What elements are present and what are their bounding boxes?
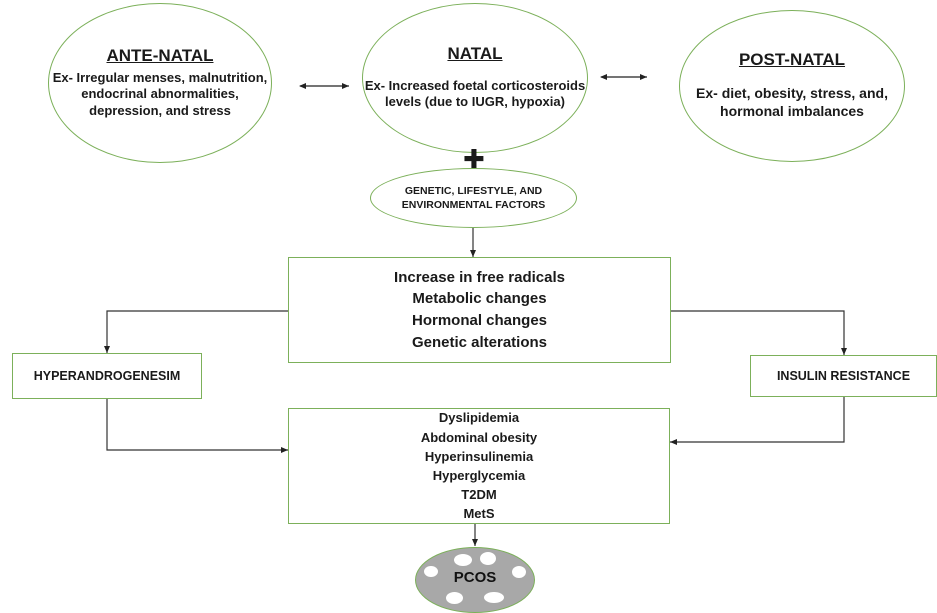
natal-ellipse: NATAL Ex- Increased foetal corticosteroi… xyxy=(362,3,588,153)
postnatal-line: imbalances xyxy=(787,103,864,120)
outcome-item: Dyslipidemia xyxy=(438,410,520,426)
cyst-icon xyxy=(424,566,438,577)
hyperandrogenesim-box: HYPERANDROGENESIM xyxy=(12,353,202,399)
antenatal-line: endocrinal xyxy=(81,86,147,102)
cyst-icon xyxy=(484,592,504,603)
natal-line: corticosteroids xyxy=(491,77,586,93)
pcos-label: PCOS xyxy=(453,569,497,586)
arrow-changes-to-insulin xyxy=(670,310,847,355)
cyst-icon xyxy=(480,552,496,565)
factors-line: AND ENVIRONMENTAL xyxy=(401,184,543,211)
arrow-insulin-to-outcomes xyxy=(670,396,845,445)
antenatal-line: depression, and xyxy=(89,102,189,118)
outcomes-box: Dyslipidemia Abdominal obesity Hyperinsu… xyxy=(288,408,670,524)
postnatal-line: Ex- diet, obesity, xyxy=(696,85,807,102)
natal-line: Ex- Increased foetal xyxy=(364,77,488,93)
outcome-item: Hyperglycemia xyxy=(432,468,526,483)
postnatal-line: stress, and, xyxy=(810,85,888,102)
outcome-item: T2DM xyxy=(461,487,497,503)
antenatal-line: malnutrition, xyxy=(188,69,268,85)
arrow-changes-to-hyperandrogenesim xyxy=(104,310,289,353)
outcome-item: MetS xyxy=(463,506,495,522)
pcos-ovary: PCOS xyxy=(415,547,535,613)
factors-line: FACTORS xyxy=(495,199,546,211)
antenatal-line: Ex- Irregular menses, xyxy=(52,69,185,85)
natal-title: NATAL xyxy=(447,44,503,64)
plus-icon: ✚ xyxy=(463,144,485,174)
outcome-item: Abdominal obesity xyxy=(420,429,538,445)
antenatal-line: stress xyxy=(192,102,231,118)
natal-line: levels (due to IUGR, xyxy=(385,94,508,110)
changes-line: Hormonal changes xyxy=(411,312,548,329)
changes-line: Genetic alterations xyxy=(411,333,548,351)
arrow-hyperandrogenesim-to-outcomes xyxy=(106,398,288,453)
natal-line: hypoxia) xyxy=(511,94,565,110)
insulin-resistance-label: INSULIN RESISTANCE xyxy=(776,369,911,383)
postnatal-line: hormonal xyxy=(720,103,784,120)
postnatal-ellipse: POST-NATAL Ex- diet, obesity, stress, an… xyxy=(679,10,905,162)
changes-line: Increase in free radicals xyxy=(394,268,565,286)
factors-line: GENETIC, LIFESTYLE, xyxy=(404,184,517,197)
antenatal-title: ANTE-NATAL xyxy=(106,45,214,65)
cyst-icon xyxy=(446,592,463,604)
changes-line: Metabolic changes xyxy=(412,290,547,308)
cyst-icon xyxy=(454,554,472,566)
outcome-item: Hyperinsulinemia xyxy=(424,448,534,464)
postnatal-title: POST-NATAL xyxy=(738,50,846,70)
hyperandrogenesim-label: HYPERANDROGENESIM xyxy=(33,369,181,383)
insulin-resistance-box: INSULIN RESISTANCE xyxy=(750,355,937,397)
factors-ellipse: GENETIC, LIFESTYLE, AND ENVIRONMENTAL FA… xyxy=(370,168,577,228)
changes-box: Increase in free radicals Metabolic chan… xyxy=(288,257,671,363)
antenatal-line: abnormalities, xyxy=(150,86,239,102)
antenatal-ellipse: ANTE-NATAL Ex- Irregular menses, malnutr… xyxy=(48,3,272,163)
cyst-icon xyxy=(512,566,526,578)
